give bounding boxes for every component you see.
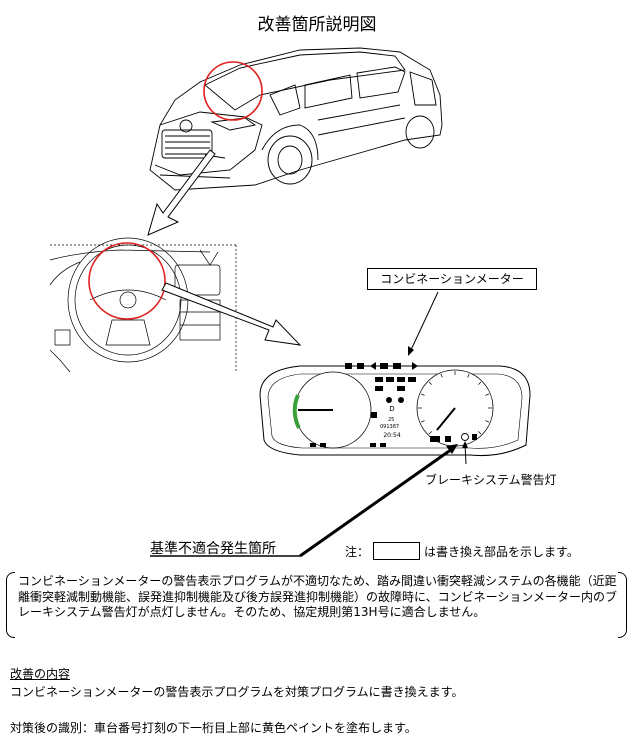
improvement-text: コンビネーションメーターの警告表示プログラムを対策プログラムに書き換えます。 (10, 685, 464, 699)
speedometer-tick (420, 393, 425, 396)
speedometer-tick (420, 420, 425, 423)
meter-clock: 20:54 (383, 432, 400, 439)
center-warning-icons (371, 377, 416, 418)
brake-system-warning-lamp-icon (461, 433, 469, 441)
speedometer-tick (467, 373, 470, 378)
left-turn-indicator-icon (370, 362, 376, 370)
speedometer-needle (436, 407, 456, 431)
brake-lamp-label: ブレーキシステム警告灯 (425, 473, 557, 487)
speedometer-tick (485, 420, 490, 423)
improvement-heading: 改善の内容 (10, 667, 71, 681)
meter-odometer: 091387 (380, 424, 399, 430)
replacement-part-legend-box (373, 542, 421, 560)
combination-meter: D 25 091387 20:54 (259, 362, 531, 456)
meter-temp: 25 (388, 417, 394, 423)
dashboard-illustration (49, 237, 237, 373)
car-illustration (149, 47, 443, 191)
dashboard-highlight-circle (88, 242, 166, 320)
page-title: 改善箇所説明図 (257, 15, 377, 35)
speedometer-tick (478, 431, 482, 435)
speedometer-tick (428, 431, 432, 435)
identification-text: 対策後の識別：車台番号打刻の下一桁目上部に黄色ペイントを塗布します。 (10, 721, 417, 735)
car-highlight-circle (203, 61, 263, 121)
arrow-dashboard-to-meter (161, 282, 302, 346)
nonconformity-label: 基準不適合発生箇所 (150, 541, 276, 557)
speedometer-tick (428, 381, 432, 385)
speedometer-tick (485, 393, 490, 396)
note-suffix: は書き換え部品を示します。 (424, 544, 579, 559)
meter-label: コンビネーションメーター (367, 268, 537, 290)
speedometer-tick (478, 381, 482, 385)
speedometer-tick (440, 373, 443, 378)
defect-description: コンビネーションメーターの警告表示プログラムが不適切なため、踏み間違い衝突軽減シ… (18, 574, 618, 619)
right-turn-indicator-icon (412, 362, 418, 370)
meter-gear: D (389, 405, 394, 413)
arrow-car-to-dashboard (147, 149, 216, 236)
note-prefix: 注： (345, 544, 370, 559)
note: 注： は書き換え部品を示します。 (345, 542, 579, 560)
description-bracket-left (6, 572, 15, 638)
